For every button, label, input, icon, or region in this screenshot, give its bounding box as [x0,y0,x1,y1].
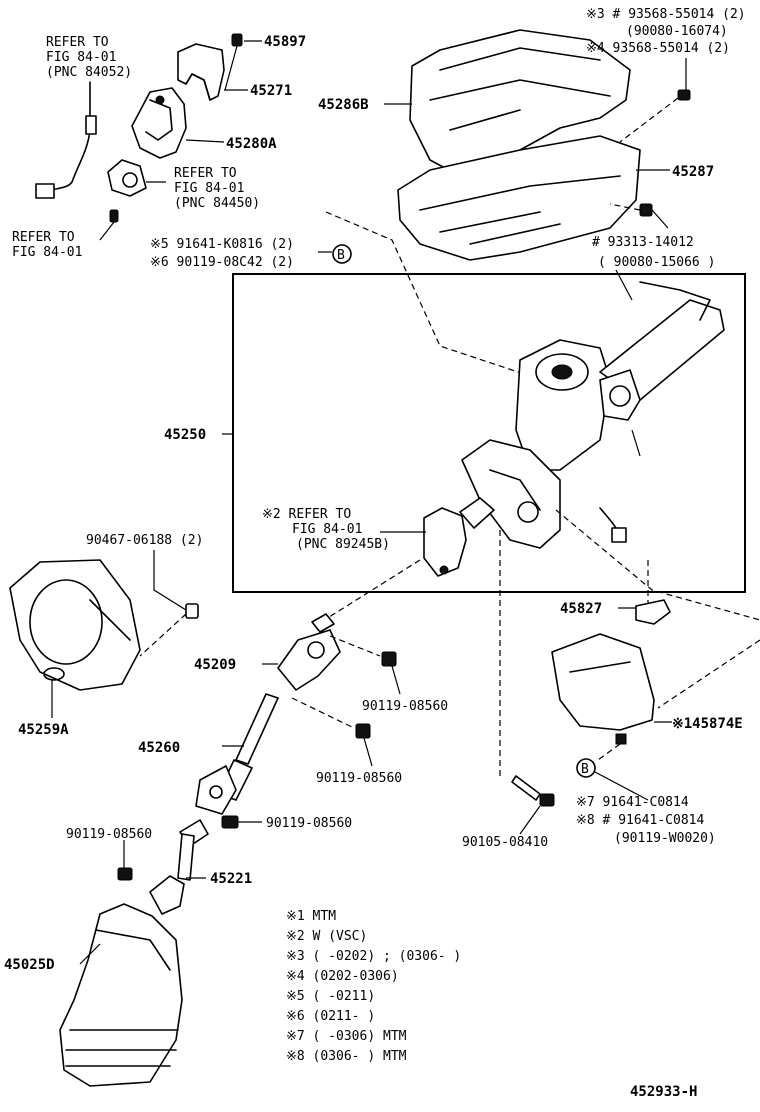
label-90119-b: 90119-08560 [316,771,402,786]
label-45025D: 45025D [4,957,55,973]
label-ref3-a: REFER TO [12,230,75,245]
cover-45259A [9,559,141,718]
legend-note-3: ※3 ( -0202) ; (0306- ) [286,949,461,964]
label-note5-part: ※5 91641-K0816 (2) [150,237,294,252]
label-ref4-b: FIG 84-01 [292,522,362,537]
screw-93313 [609,203,669,229]
label-ref1-c: (PNC 84052) [46,65,132,80]
label-45286B: 45286B [318,97,369,113]
label-ref3-b: FIG 84-01 [12,245,82,260]
mark-b-upper-text: B [337,248,345,263]
cover-45287 [397,135,670,261]
screw-93568 [619,58,691,143]
legend-notes: ※1 MTM ※2 W (VSC) ※3 ( -0202) ; (0306- )… [286,909,461,1064]
label-45271: 45271 [250,83,292,99]
label-45280A: 45280A [226,136,277,152]
clamp-45271 [177,43,248,101]
legend-note-1: ※1 MTM [286,909,336,924]
mark-b-upper: B [318,244,352,264]
label-90119-a: 90119-08560 [362,699,448,714]
column-assembly-frame [232,273,746,593]
ujoint-45209 [262,613,341,691]
legend-note-7: ※7 ( -0306) MTM [286,1029,407,1044]
label-90119-d: 90119-08560 [66,827,152,842]
label-note7-part: ※7 91641-C0814 [576,795,689,810]
label-ref2-b: FIG 84-01 [174,181,244,196]
label-45259A: 45259A [18,722,69,738]
clip-90467 [139,550,199,657]
bolt-90119-b [291,697,373,767]
bolt-90105 [511,775,555,835]
label-ref1-b: FIG 84-01 [46,50,116,65]
boot-45025D [59,903,183,1087]
bolt-90119-a [329,635,401,695]
label-45897: 45897 [264,34,306,50]
shaft-45260 [179,693,279,847]
label-45260: 45260 [138,740,180,756]
label-90119-c: 90119-08560 [266,816,352,831]
column-assembly-45250 [459,269,725,549]
label-note6-part: ※6 90119-08C42 (2) [150,255,294,270]
legend-note-6: ※6 (0211- ) [286,1009,375,1024]
label-ref2-a: REFER TO [174,166,237,181]
label-note3-alt: (90080-16074) [626,24,728,39]
sensor-84450 [107,159,166,197]
screw-small-left [99,209,119,241]
label-45827: 45827 [560,601,602,617]
label-note8-part: ※8 # 91641-C0814 [576,813,704,828]
label-145874: ※145874E [672,716,743,732]
label-note4-part: ※4 93568-55014 (2) [586,41,730,56]
legend-note-8: ※8 (0306- ) MTM [286,1049,407,1064]
label-93313-alt: ( 90080-15066 ) [598,255,715,270]
clip-45827 [618,599,671,625]
screw-45897 [224,33,262,91]
label-ref4-a: ※2 REFER TO [262,507,351,522]
wire-harness-connector [35,81,97,199]
cover-45286B [384,29,631,177]
label-note3-part: ※3 # 93568-55014 (2) [586,7,746,22]
mark-b-lower-text: B [581,762,589,777]
legend-note-2: ※2 W (VSC) [286,929,367,944]
label-45209: 45209 [194,657,236,673]
label-ref1-a: REFER TO [46,35,109,50]
label-45221: 45221 [210,871,252,887]
label-90467: 90467-06188 (2) [86,533,203,548]
label-ref2-c: (PNC 84450) [174,196,260,211]
label-90105: 90105-08410 [462,835,548,850]
mark-b-lower: B [576,758,649,801]
figure-id: 452933-H [630,1084,697,1100]
label-ref4-c: (PNC 89245B) [296,537,390,552]
legend-note-5: ※5 ( -0211) [286,989,375,1004]
bolt-90119-c [221,815,262,829]
sensor-89245B [380,507,467,577]
shaft-45221 [149,833,206,915]
bolt-90119-d [117,840,133,881]
label-note8-alt: (90119-W0020) [614,831,716,846]
label-45287: 45287 [672,164,714,180]
label-45250: 45250 [164,427,206,443]
switch-45280A [131,87,225,159]
cover-145874 [551,633,672,761]
label-93313: # 93313-14012 [592,235,694,250]
legend-note-4: ※4 (0202-0306) [286,969,399,984]
